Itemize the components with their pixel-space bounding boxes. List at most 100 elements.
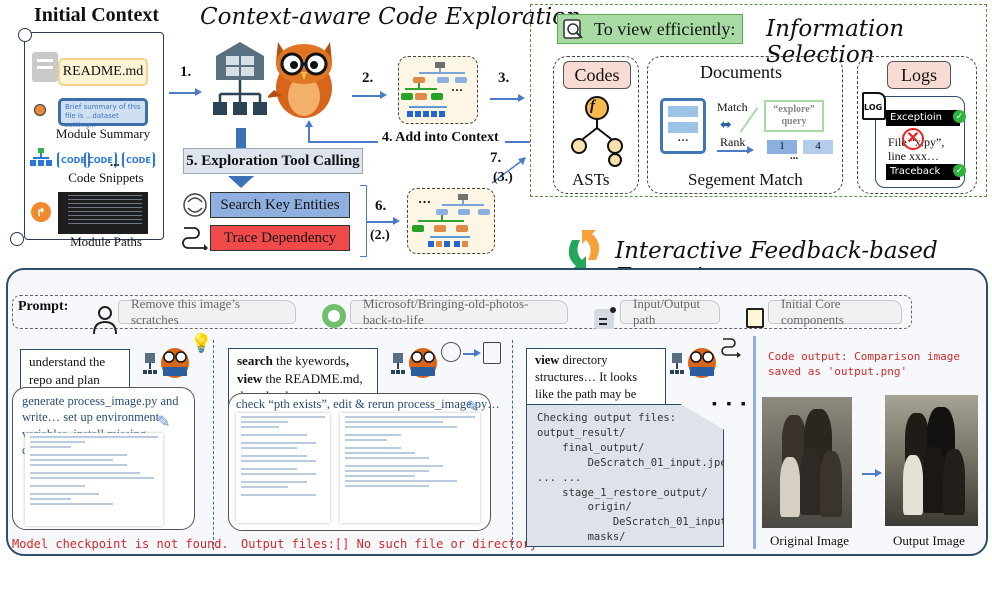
io-dot xyxy=(610,307,616,313)
step-6-alt-label: (2.) xyxy=(370,228,390,243)
output-image-caption: Output Image xyxy=(893,533,965,548)
directory-listing: Checking output files: output_result/ fi… xyxy=(526,404,724,547)
codes-panel xyxy=(553,56,639,194)
step-1-label: 1. xyxy=(180,64,192,80)
view-efficiently-badge: To view efficiently: xyxy=(557,14,743,44)
pencil-icon: ✎ xyxy=(466,399,480,416)
summary-text: Brief summary of this file is ...dataset… xyxy=(58,98,148,129)
code-chip: CODE xyxy=(122,152,155,168)
tool-calling-box: 5. Exploration Tool Calling xyxy=(183,148,363,174)
arrow-3-head xyxy=(518,94,525,102)
code-chip: CODE xyxy=(84,152,117,168)
github-icon xyxy=(322,304,346,328)
rank-arrow-head xyxy=(747,146,754,154)
step-2-label: 2. xyxy=(362,70,374,86)
column-divider xyxy=(753,336,756,549)
rank-item-1: 1 xyxy=(767,140,797,154)
thought-2-bold-2: , view xyxy=(237,353,350,386)
search-entities-icon xyxy=(183,193,207,217)
trace-dependency-icon xyxy=(182,227,208,250)
scroll-curl-bottom xyxy=(10,232,24,246)
information-selection-panel xyxy=(530,4,987,197)
view-efficiently-label: To view efficiently: xyxy=(594,18,736,39)
scroll-curl-top xyxy=(18,28,32,42)
document-segments: … xyxy=(660,98,706,154)
match-label: Match xyxy=(717,100,748,114)
explore-query-box: “explore” query xyxy=(764,100,824,132)
document-search-icon xyxy=(563,19,583,39)
column-divider xyxy=(512,340,513,550)
initial-context-title: Initial Context xyxy=(34,4,159,26)
code-thumbnail xyxy=(236,413,330,523)
rank-item-2: 4 xyxy=(803,140,833,154)
error-x-icon: ✕ xyxy=(902,128,924,150)
thought-3-bold: view xyxy=(535,353,560,367)
tool-arrow-head xyxy=(474,349,481,357)
logs-tag: Logs xyxy=(887,61,951,89)
match-arrow-icon: ⬌ xyxy=(720,118,732,133)
task-prompt-chip: Remove this image’s scratches xyxy=(118,296,296,327)
information-selection-title: Information Selection xyxy=(766,16,905,68)
scroll-icon xyxy=(746,308,764,328)
owl-reading-icon xyxy=(670,348,716,378)
code-thumbnail xyxy=(25,433,163,526)
arrow-4-vertical xyxy=(308,125,310,142)
code-chip: CODE xyxy=(57,152,90,168)
ast-tree-icon xyxy=(571,96,623,167)
updated-code-tree-diagram: … xyxy=(407,188,495,254)
asts-label: ASTs xyxy=(572,170,610,189)
core-components-chip: Initial Core components xyxy=(768,296,902,327)
hierarchy-icon xyxy=(30,148,52,166)
tool-arrow xyxy=(463,353,475,355)
code-thumbnail xyxy=(340,413,480,523)
step-7-label: 7. xyxy=(490,150,502,166)
output-image xyxy=(885,395,978,526)
compare-arrow-head xyxy=(875,469,882,477)
search-key-entities-tool: Search Key Entities xyxy=(210,192,350,218)
arrow-2-head xyxy=(380,91,387,99)
prompt-bar xyxy=(12,295,912,329)
compare-arrow xyxy=(862,473,876,475)
thought-2-text-1: the kyewords xyxy=(272,353,346,368)
tree-graph: … xyxy=(401,62,467,117)
function-symbol: f xyxy=(590,98,595,114)
segment-match-label: Segement Match xyxy=(688,170,803,189)
step-3-label: 3. xyxy=(498,70,510,86)
user-icon xyxy=(93,306,117,334)
arrow-4-line xyxy=(308,141,378,143)
rank-arrow xyxy=(717,150,747,152)
step-6-label: 6. xyxy=(375,198,387,214)
check-icon: ✓ xyxy=(953,164,966,177)
thought-2-bold-1: search xyxy=(237,353,273,368)
trace-dependency-icon xyxy=(721,338,741,358)
arrow-2 xyxy=(352,95,380,97)
trace-dependency-tool: Trace Dependency xyxy=(210,225,350,251)
result-error-2: Output files:[] No such file or director… xyxy=(241,537,538,551)
exception-line: Exceptioin xyxy=(886,110,960,126)
more-steps-ellipsis: ▪ ▪ ▪ xyxy=(712,397,749,412)
refresh-cycle-icon xyxy=(568,230,600,270)
arrow-4-line-right xyxy=(505,141,530,143)
arrow-3 xyxy=(490,98,518,100)
log-file-icon: LOG xyxy=(862,92,886,120)
module-paths-terminal xyxy=(58,192,148,234)
document-icon xyxy=(32,52,58,82)
arrow-5-shaft xyxy=(236,128,246,148)
prompt-label: Prompt: xyxy=(18,299,69,314)
svg-text:…: … xyxy=(418,191,431,206)
path-icon: ↱ xyxy=(31,202,51,222)
column-divider xyxy=(213,340,214,550)
readme-file: README.md xyxy=(58,58,148,86)
result-error-1: Model checkpoint is not found. xyxy=(12,537,229,551)
code-exploration-title: Context-aware Code Exploration xyxy=(200,4,581,30)
owl-reading-icon xyxy=(391,348,437,378)
arrow-1 xyxy=(169,92,195,94)
arrow-1-head xyxy=(195,88,202,96)
log-content xyxy=(875,96,965,188)
owl-agent-icon xyxy=(268,42,332,118)
search-entities-icon xyxy=(441,342,461,362)
step-7-alt-label: (3.) xyxy=(493,170,513,185)
module-summary-label: Module Summary xyxy=(55,126,151,141)
arrow-6-head xyxy=(393,217,400,225)
arrow-4-head xyxy=(305,120,313,127)
